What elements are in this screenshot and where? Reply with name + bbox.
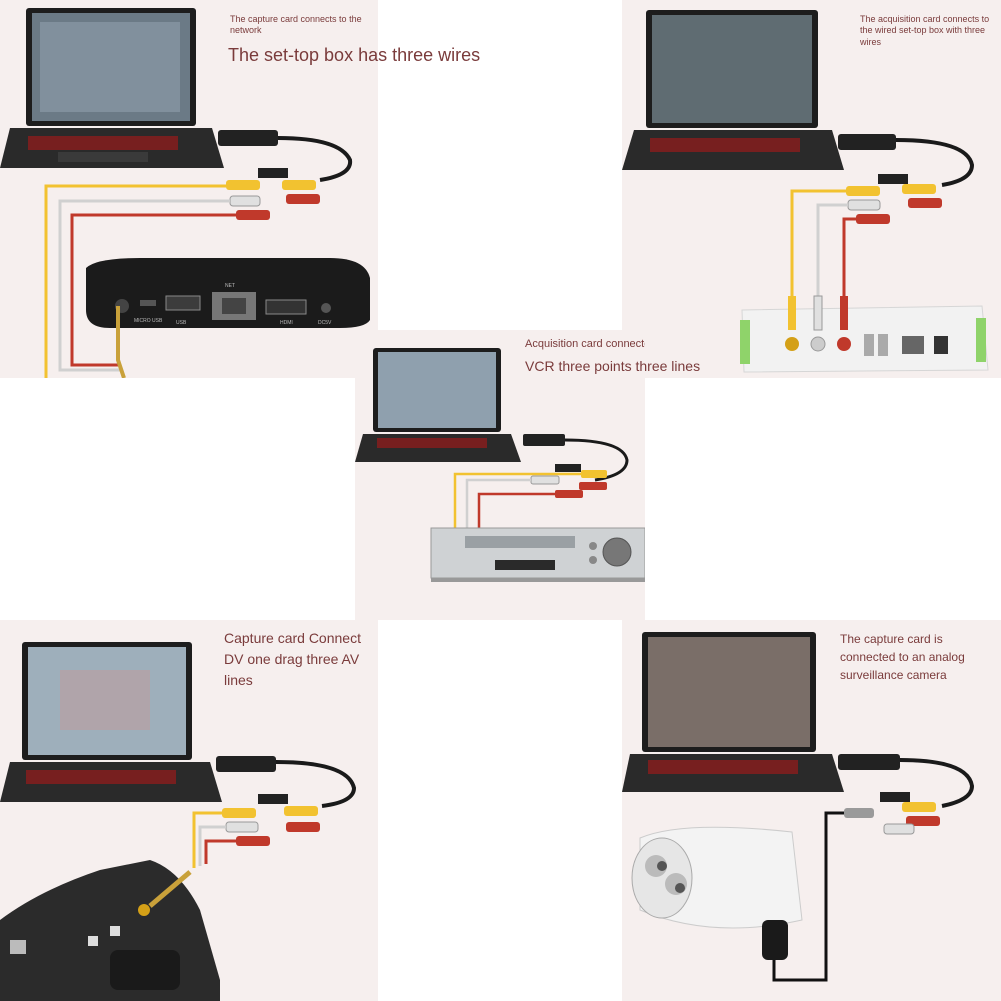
video-wire <box>772 811 844 982</box>
capture-card-icon <box>216 756 357 808</box>
vcr-icon <box>430 527 645 582</box>
rca-plugs <box>844 792 940 835</box>
caption-vcr-three-lines: VCR three points three lines <box>525 358 701 374</box>
port-labels: NET MICRO USB USB HDMI DC5V <box>134 283 332 326</box>
surveillance-camera-icon <box>631 826 803 960</box>
port-label-net: NET <box>225 283 235 289</box>
wired-settop-illustration <box>622 10 989 373</box>
settop-box-icon <box>86 258 370 378</box>
rca-plugs <box>846 174 942 224</box>
port-label-micro-usb: MICRO USB <box>134 318 163 324</box>
caption-wired-settop: The acquisition card connects to the wir… <box>860 14 990 47</box>
capture-card-icon <box>523 434 629 482</box>
caption-analog-surveillance: The capture card is connected to an anal… <box>840 632 965 682</box>
port-label-hdmi: HDMI <box>280 320 293 326</box>
surveillance-camera-illustration <box>622 632 975 982</box>
av-wires <box>44 184 236 378</box>
capture-card-icon <box>838 134 975 187</box>
panel-surveillance-camera: The capture card is connected to an anal… <box>622 620 1001 1001</box>
panel-settop-box-network: NET MICRO USB USB HDMI DC5V The capture … <box>0 0 378 378</box>
av-wires <box>192 811 236 868</box>
laptop-icon <box>0 8 224 168</box>
settop-network-illustration: NET MICRO USB USB HDMI DC5V <box>0 8 370 378</box>
port-label-usb: USB <box>176 320 187 326</box>
caption-small-network: The capture card connects to the network <box>230 14 362 36</box>
panel-dv-camera: Capture card Connect DV one drag three A… <box>0 620 378 1001</box>
settop-box-icon <box>740 295 989 373</box>
av-wires <box>790 189 856 300</box>
caption-settop-three-wires: The set-top box has three wires <box>228 45 481 65</box>
panel-wired-settop-box: The acquisition card connects to the wir… <box>622 0 1001 378</box>
laptop-icon <box>355 348 521 462</box>
rca-plugs <box>222 794 320 846</box>
dv-camera-icon <box>0 860 220 1001</box>
caption-acquisition-connector-type: Acquisition card connector type <box>525 338 645 350</box>
laptop-icon <box>0 642 222 802</box>
vcr-illustration <box>355 348 645 582</box>
caption-dv-one-drag-three: Capture card Connect DV one drag three A… <box>224 630 361 688</box>
laptop-icon <box>622 632 844 792</box>
rca-plugs <box>226 168 320 220</box>
dv-camera-illustration <box>0 642 357 1001</box>
rca-plugs <box>530 464 607 498</box>
panel-vcr: Acquisition card connector type <box>355 330 645 620</box>
laptop-icon <box>622 10 844 170</box>
capture-card-icon <box>838 754 975 808</box>
port-label-dc5v: DC5V <box>318 320 332 326</box>
capture-card-icon <box>218 130 353 182</box>
